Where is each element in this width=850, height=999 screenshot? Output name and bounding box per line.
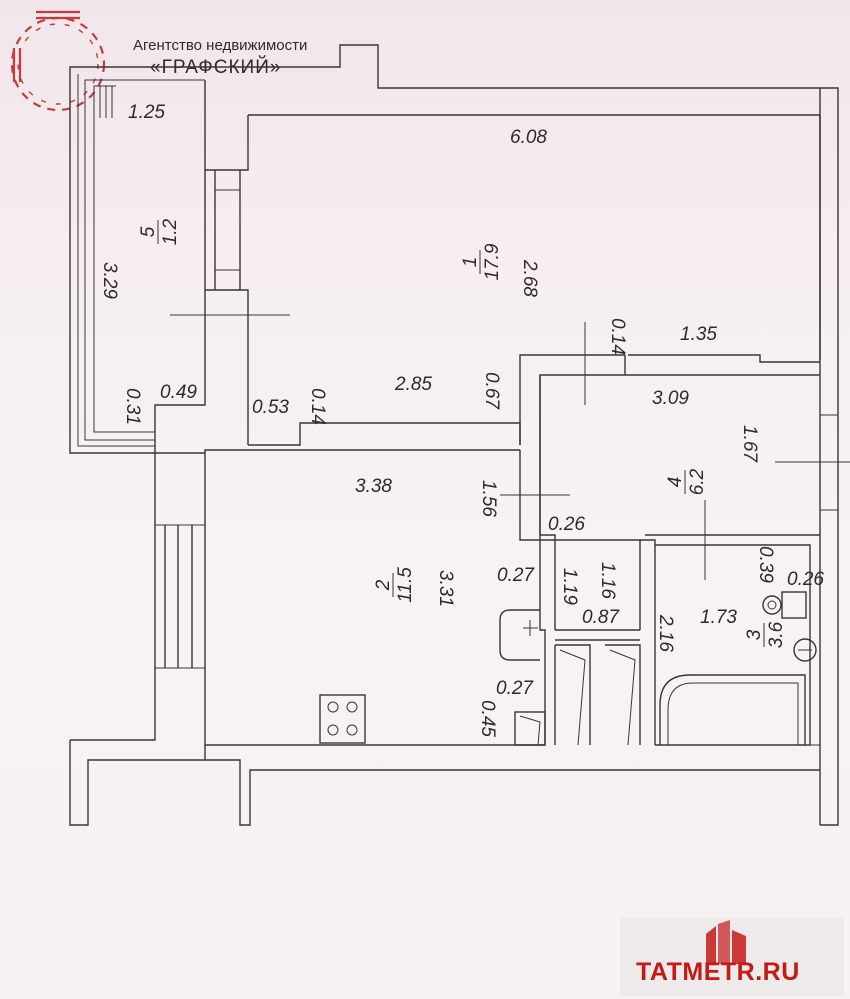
dim-label: 2.85	[394, 374, 432, 395]
room-number: 1	[460, 257, 481, 268]
room-number: 5	[138, 226, 159, 237]
outer-walls	[69, 44, 839, 826]
dim-label: 0.26	[548, 514, 585, 535]
dim-label: 0.31	[122, 388, 143, 425]
agency-name: Агентство недвижимости	[133, 37, 307, 54]
bath-sink-icon	[793, 638, 817, 662]
dim-label: 3.09	[652, 388, 689, 409]
dim-label: 1.56	[478, 480, 499, 517]
dim-label: 2.68	[519, 259, 540, 297]
dim-label: 1.16	[597, 562, 618, 599]
dim-label: 3.38	[355, 476, 392, 497]
dim-label: 0.39	[755, 546, 776, 583]
dim-label: 1.67	[739, 425, 760, 463]
stove-icon	[319, 694, 366, 744]
agency-logo-icon	[10, 10, 106, 112]
room-area: 1.2	[160, 218, 181, 245]
dimension-labels: 1.25 6.08 3.29 2.68 1.35 0.14 0.49 0.31 …	[99, 102, 824, 737]
room-number: 2	[373, 579, 394, 591]
room-label-1: 1 17.9	[460, 243, 503, 280]
sink-icon	[499, 609, 540, 661]
bathtub-icon	[659, 674, 806, 745]
toilet-icon	[762, 591, 807, 619]
dim-label: 0.14	[307, 388, 328, 425]
dim-label: 1.25	[128, 102, 165, 123]
dim-label: 0.67	[481, 372, 502, 410]
dim-label: 1.35	[680, 324, 717, 345]
dim-label: 0.26	[787, 569, 824, 590]
cabinet-icon	[514, 711, 546, 746]
room-label-2: 2 11.5	[373, 567, 416, 603]
dim-label: 0.53	[252, 397, 289, 418]
room-label-4: 4 6.2	[665, 468, 708, 495]
room-area: 3.6	[766, 621, 787, 648]
dim-label: 6.08	[510, 127, 547, 148]
dim-label: 0.45	[477, 700, 498, 737]
tatmetr-logo-icon	[706, 920, 746, 964]
interior-walls	[155, 114, 821, 760]
room-area: 17.9	[482, 243, 503, 280]
room-area: 11.5	[395, 567, 416, 603]
dim-label: 0.87	[582, 607, 620, 628]
dim-label: 0.27	[496, 678, 534, 699]
dim-label: 2.16	[655, 614, 676, 652]
room-number: 4	[665, 477, 686, 488]
dim-label: 1.73	[700, 607, 737, 628]
door-icon	[170, 314, 850, 580]
dim-label: 3.31	[435, 570, 456, 607]
dim-label: 0.27	[497, 565, 535, 586]
room-label-3: 3 3.6	[744, 621, 787, 648]
dim-label: 1.19	[559, 568, 580, 605]
dim-label: 3.29	[99, 262, 120, 299]
watermark-text: TATMETR.RU	[636, 958, 800, 986]
dim-label: 0.14	[607, 318, 628, 355]
room-label-5: 5 1.2	[138, 218, 181, 245]
room-number: 3	[744, 629, 765, 640]
dim-label: 0.49	[160, 382, 197, 403]
room-area: 6.2	[687, 468, 708, 495]
